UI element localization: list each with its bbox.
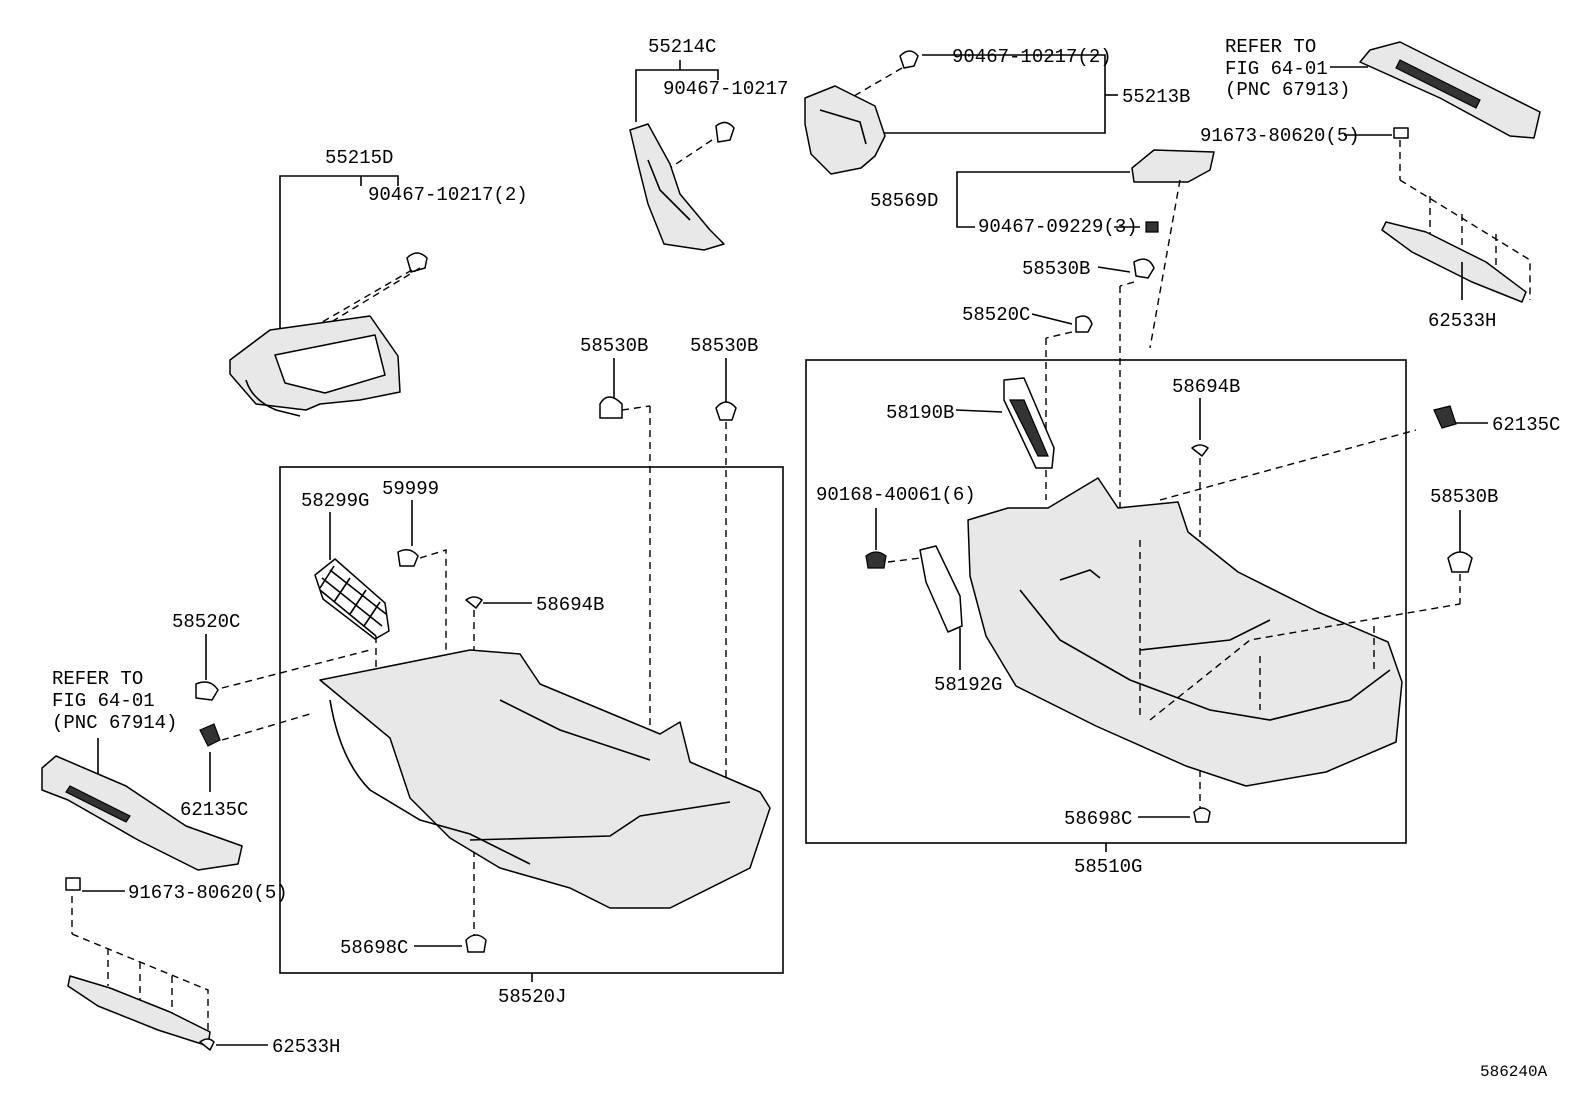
label-91673-80620-5-left[interactable]: 91673-80620(5) <box>128 882 288 904</box>
label-58694B-left[interactable]: 58694B <box>536 594 604 616</box>
label-90467-10217-2-left[interactable]: 90467-10217(2) <box>368 184 528 206</box>
bracket-55214C: 55214C 90467-10217 <box>629 36 788 251</box>
label-58510G[interactable]: 58510G <box>1074 856 1142 878</box>
fasteners-middle: 58530B 58530B <box>580 335 758 820</box>
label-90467-10217-2-right[interactable]: 90467-10217(2) <box>952 46 1112 68</box>
label-62135C-left[interactable]: 62135C <box>180 799 248 821</box>
label-58530B-mid2[interactable]: 58530B <box>690 335 758 357</box>
label-58520C-right[interactable]: 58520C <box>962 304 1030 326</box>
refer-right-line2[interactable]: FIG 64-01 <box>1225 58 1328 80</box>
label-58299G[interactable]: 58299G <box>301 490 369 512</box>
label-58190B[interactable]: 58190B <box>886 402 954 424</box>
diagram-id: 586240A <box>1480 1063 1548 1081</box>
label-55213B[interactable]: 55213B <box>1122 86 1190 108</box>
label-90467-10217[interactable]: 90467-10217 <box>663 78 788 100</box>
refer-left-line1[interactable]: REFER TO <box>52 668 143 690</box>
refer-right-line3[interactable]: (PNC 67913) <box>1225 79 1350 101</box>
bracket-55213B: 90467-10217(2) 55213B <box>804 46 1190 175</box>
label-62135C-right[interactable]: 62135C <box>1492 414 1560 436</box>
label-62533H-right[interactable]: 62533H <box>1428 310 1496 332</box>
label-58520J[interactable]: 58520J <box>498 986 566 1008</box>
label-55215D[interactable]: 55215D <box>325 147 393 169</box>
label-58530B-mid1[interactable]: 58530B <box>580 335 648 357</box>
label-91673-80620-5-right[interactable]: 91673-80620(5) <box>1200 125 1360 147</box>
label-55214C[interactable]: 55214C <box>648 36 716 58</box>
label-62533H-left[interactable]: 62533H <box>272 1036 340 1058</box>
label-59999[interactable]: 59999 <box>382 478 439 500</box>
mesh-grid-58299G <box>319 565 387 637</box>
fasteners-right-top: 58530B 58520C <box>962 258 1155 660</box>
label-58530B-right[interactable]: 58530B <box>1430 486 1498 508</box>
sill-left: REFER TO FIG 64-01 (PNC 67914) 91673-806… <box>41 668 340 1058</box>
sill-right: REFER TO FIG 64-01 (PNC 67913) 91673-806… <box>1200 36 1541 332</box>
pad-58569D: 58569D 90467-09229(3) <box>870 149 1215 349</box>
label-90168-40061-6[interactable]: 90168-40061(6) <box>816 484 976 506</box>
refer-left-line2[interactable]: FIG 64-01 <box>52 690 155 712</box>
label-58530B-right-top[interactable]: 58530B <box>1022 258 1090 280</box>
group-58520J: 58299G 59999 58694B 58698C 58520J <box>279 466 784 1008</box>
panel-55215D: 55215D 90467-10217(2) <box>229 147 528 417</box>
refer-right-line1[interactable]: REFER TO <box>1225 36 1316 58</box>
refer-left-line3[interactable]: (PNC 67914) <box>52 712 177 734</box>
label-58192G[interactable]: 58192G <box>934 674 1002 696</box>
label-58698C-left[interactable]: 58698C <box>340 937 408 959</box>
group-58510G: 58190B 58694B 90168-40061(6) 58192G 5869… <box>805 359 1461 878</box>
fasteners-right: 62135C 58530B <box>1430 405 1560 604</box>
label-58569D[interactable]: 58569D <box>870 190 938 212</box>
label-90467-09229-3[interactable]: 90467-09229(3) <box>978 216 1138 238</box>
label-58694B-right[interactable]: 58694B <box>1172 376 1240 398</box>
label-58520C-left[interactable]: 58520C <box>172 611 240 633</box>
label-58698C-right[interactable]: 58698C <box>1064 808 1132 830</box>
fasteners-left: 58520C 62135C <box>172 611 371 821</box>
